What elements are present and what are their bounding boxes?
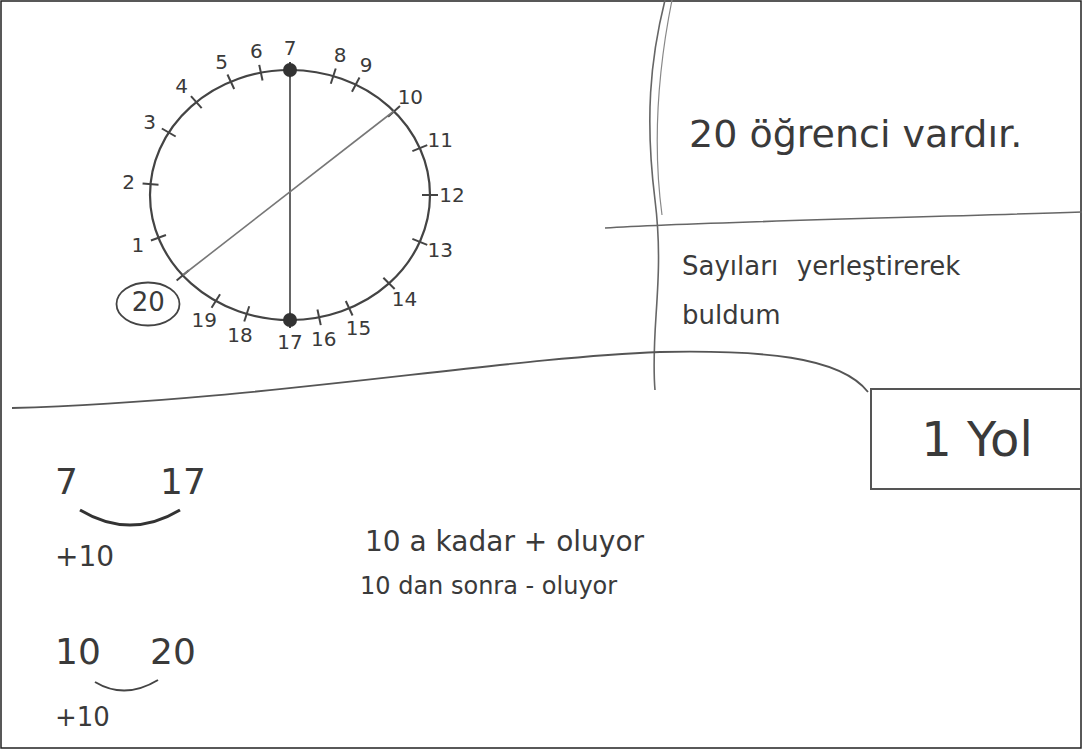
tick-mark — [346, 301, 353, 316]
clock-number: 9 — [360, 53, 373, 77]
tick-mark — [352, 78, 360, 92]
way-box: 1 Yol — [870, 388, 1082, 490]
handwritten-text: 1 Yol — [921, 411, 1032, 467]
tick-mark — [162, 129, 176, 137]
tick-mark — [191, 96, 202, 108]
note-text: 20 — [150, 630, 196, 673]
arc — [80, 510, 180, 525]
note-text: 10 a kadar + oluyor — [365, 525, 644, 559]
tick-mark — [412, 239, 427, 245]
clock-number: 19 — [191, 308, 216, 332]
clock-number: 17 — [277, 330, 302, 354]
clock-number: 6 — [250, 39, 263, 63]
clock-number: 5 — [215, 50, 228, 74]
clock-number: 12 — [439, 183, 464, 207]
clock-number: 1 — [131, 233, 144, 257]
handwritten-text: 20 — [129, 287, 167, 317]
note-text: +10 — [55, 540, 114, 574]
clock-number: 15 — [346, 316, 371, 340]
clock-circle — [150, 70, 430, 320]
clock-number: 2 — [122, 170, 135, 194]
clock-number: 3 — [143, 110, 156, 134]
panel-line — [657, 0, 672, 215]
tick-mark — [212, 294, 220, 308]
note-text: 7 — [55, 460, 78, 503]
answer-text-area: 20 öğrenci vardır. — [685, 108, 1026, 160]
method-text-area: Sayıları yerleştirerek buldum — [678, 238, 1068, 345]
tick-mark — [143, 183, 159, 184]
tick-mark — [412, 145, 427, 151]
tick-mark — [227, 74, 234, 89]
diagonal-chord — [183, 111, 394, 275]
panel-line — [605, 212, 1082, 228]
tick-mark — [259, 65, 262, 81]
clock-number: 7 — [284, 36, 297, 60]
arc — [95, 680, 158, 691]
clock-number: 11 — [427, 128, 452, 152]
note-text: 17 — [160, 460, 206, 503]
tick-mark — [244, 306, 249, 321]
note-text: 10 — [55, 630, 101, 673]
tick-mark — [331, 69, 336, 84]
clock-number: 13 — [427, 238, 452, 262]
oval-shape — [117, 283, 180, 326]
note-text: +10 — [55, 702, 110, 733]
tick-mark — [317, 309, 320, 325]
clock-number: 4 — [175, 74, 188, 98]
vertical-chord — [289, 70, 291, 320]
circled-number: 20 — [115, 281, 181, 327]
tick-mark — [151, 235, 166, 240]
dot — [283, 313, 297, 327]
clock-number: 18 — [227, 323, 252, 347]
clock-number: 10 — [398, 85, 423, 109]
handwritten-text: Sayıları yerleştirerek buldum — [682, 242, 1064, 341]
clock-number: 14 — [392, 287, 417, 311]
tick-marks — [143, 62, 438, 328]
divider-curve — [12, 352, 868, 408]
handwritten-text: 20 öğrenci vardır. — [689, 112, 1022, 156]
tick-mark — [422, 194, 438, 196]
clock-number: 8 — [334, 43, 347, 67]
note-text: 10 dan sonra - oluyor — [360, 572, 617, 601]
dot — [283, 63, 297, 77]
clock-number: 16 — [311, 327, 336, 351]
